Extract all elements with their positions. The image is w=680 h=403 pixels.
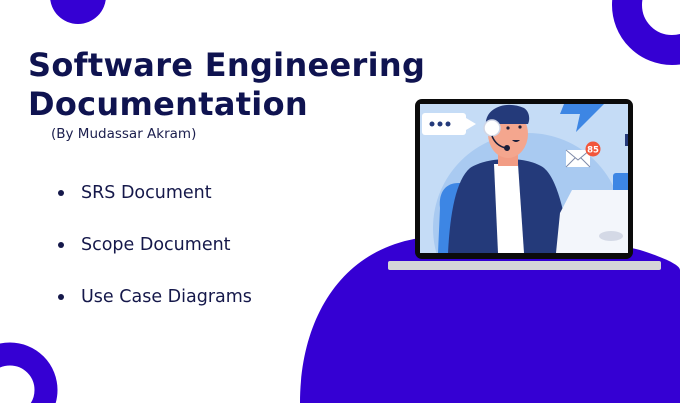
- top-left-circle: [50, 0, 106, 24]
- laptop-illustration: 85: [388, 99, 661, 270]
- bullet-item: SRS Document: [58, 180, 252, 206]
- bullet-dot-icon: [58, 294, 64, 300]
- bullet-item: Use Case Diagrams: [58, 284, 252, 310]
- bottom-right-blob: [300, 232, 680, 403]
- bullet-label: SRS Document: [81, 183, 212, 203]
- headset-icon: [483, 119, 501, 137]
- title-line-2: Documentation: [28, 85, 308, 123]
- notification-badge: [585, 141, 601, 157]
- bullet-item: Scope Document: [58, 232, 252, 258]
- bullet-dot-icon: [58, 242, 64, 248]
- bullet-label: Use Case Diagrams: [81, 287, 252, 307]
- bullet-dot-icon: [58, 190, 64, 196]
- dots-icon: [429, 121, 435, 127]
- bullet-list: SRS Document Scope Document Use Case Dia…: [58, 180, 252, 336]
- bottom-left-ring: [0, 342, 58, 403]
- top-right-ring: [612, 0, 680, 65]
- bullet-label: Scope Document: [81, 235, 231, 255]
- svg-text:85: 85: [587, 146, 599, 156]
- page-title: Software Engineering Documentation: [28, 46, 425, 124]
- title-line-1: Software Engineering: [28, 46, 426, 84]
- mail-icon: [565, 149, 591, 168]
- author-subtitle: (By Mudassar Akram): [51, 126, 197, 142]
